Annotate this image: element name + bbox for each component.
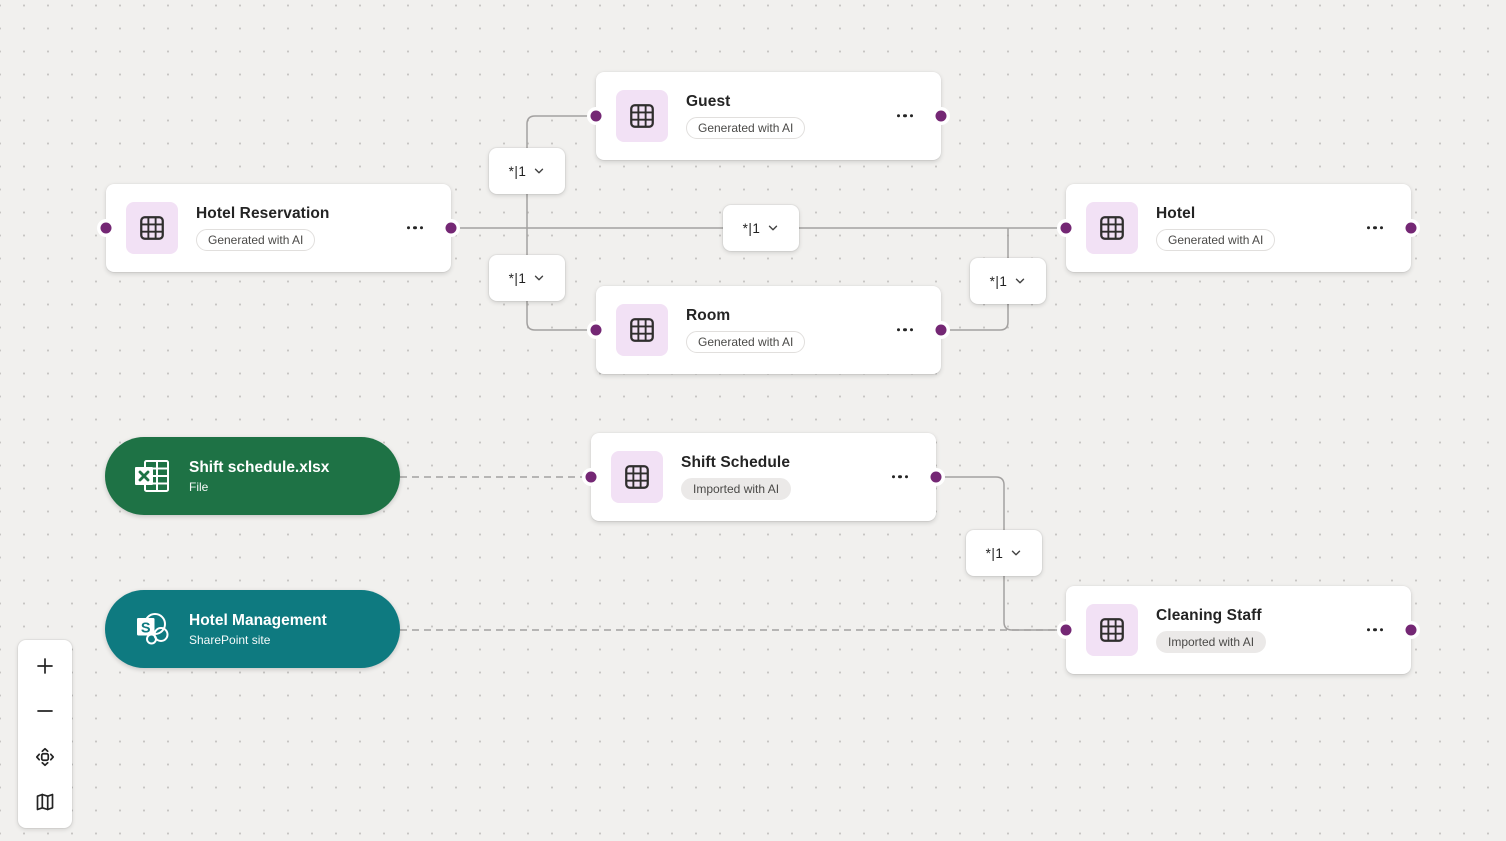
connector-handle-hotel-left[interactable] xyxy=(1060,222,1072,234)
source-type: File xyxy=(189,479,209,494)
table-icon xyxy=(611,451,663,503)
cardinality-text: *|1 xyxy=(508,163,527,179)
entity-card-hotel[interactable]: Hotel Generated with AI xyxy=(1066,184,1411,272)
source-type: SharePoint site xyxy=(189,632,271,647)
entity-title: Shift Schedule xyxy=(681,454,791,471)
chevron-down-icon xyxy=(1010,547,1022,559)
cardinality-text: *|1 xyxy=(985,545,1004,561)
more-options-icon[interactable] xyxy=(893,322,917,337)
relationship-label-shiftschedule-cleaningstaff[interactable]: *|1 xyxy=(966,530,1042,576)
table-icon xyxy=(126,202,178,254)
source-title: Hotel Management xyxy=(189,611,327,629)
connector-handle-guest-right[interactable] xyxy=(935,110,947,122)
more-options-icon[interactable] xyxy=(403,220,427,235)
chevron-down-icon xyxy=(533,272,545,284)
connector-handle-shift-schedule-right[interactable] xyxy=(930,471,942,483)
entity-card-hotel-reservation[interactable]: Hotel Reservation Generated with AI xyxy=(106,184,451,272)
cardinality-text: *|1 xyxy=(742,220,761,236)
fit-view-icon[interactable] xyxy=(23,737,67,777)
ai-badge: Generated with AI xyxy=(196,229,316,251)
table-icon xyxy=(1086,604,1138,656)
chevron-down-icon xyxy=(533,165,545,177)
entity-card-shift-schedule[interactable]: Shift Schedule Imported with AI xyxy=(591,433,936,521)
source-title: Shift schedule.xlsx xyxy=(189,458,330,476)
svg-text:S: S xyxy=(141,620,151,636)
connector-handle-hotel-reservation-left[interactable] xyxy=(100,222,112,234)
excel-icon xyxy=(131,456,173,496)
ai-badge: Imported with AI xyxy=(1156,631,1267,653)
table-icon xyxy=(616,90,668,142)
zoom-in-icon[interactable] xyxy=(23,646,67,686)
ai-badge: Generated with AI xyxy=(686,117,806,139)
sharepoint-icon: S xyxy=(131,609,173,649)
connector-handle-guest-left[interactable] xyxy=(590,110,602,122)
source-card-sharepoint-site[interactable]: S Hotel Management SharePoint site xyxy=(105,590,400,668)
canvas-view-toolbar xyxy=(18,640,72,828)
ai-badge: Generated with AI xyxy=(686,331,806,353)
entity-title: Room xyxy=(686,307,731,324)
table-icon xyxy=(616,304,668,356)
entity-title: Cleaning Staff xyxy=(1156,607,1262,624)
more-options-icon[interactable] xyxy=(1363,220,1387,235)
connector-handle-room-left[interactable] xyxy=(590,324,602,336)
map-icon[interactable] xyxy=(23,782,67,822)
entity-title: Guest xyxy=(686,93,731,110)
chevron-down-icon xyxy=(1014,275,1026,287)
more-options-icon[interactable] xyxy=(893,108,917,123)
entity-card-room[interactable]: Room Generated with AI xyxy=(596,286,941,374)
entity-card-cleaning-staff[interactable]: Cleaning Staff Imported with AI xyxy=(1066,586,1411,674)
table-icon xyxy=(1086,202,1138,254)
source-card-excel-file[interactable]: Shift schedule.xlsx File xyxy=(105,437,400,515)
relationship-label-room-hotel[interactable]: *|1 xyxy=(970,258,1046,304)
relationship-label-reservation-room[interactable]: *|1 xyxy=(489,255,565,301)
more-options-icon[interactable] xyxy=(1363,622,1387,637)
entity-card-guest[interactable]: Guest Generated with AI xyxy=(596,72,941,160)
chevron-down-icon xyxy=(767,222,779,234)
connector-handle-hotel-right[interactable] xyxy=(1405,222,1417,234)
connector-handle-cleaning-staff-left[interactable] xyxy=(1060,624,1072,636)
entity-title: Hotel Reservation xyxy=(196,205,330,222)
connector-handle-room-right[interactable] xyxy=(935,324,947,336)
zoom-out-icon[interactable] xyxy=(23,691,67,731)
entity-title: Hotel xyxy=(1156,205,1196,222)
cardinality-text: *|1 xyxy=(508,270,527,286)
connector-handle-hotel-reservation-right[interactable] xyxy=(445,222,457,234)
connector-handle-cleaning-staff-right[interactable] xyxy=(1405,624,1417,636)
ai-badge: Generated with AI xyxy=(1156,229,1276,251)
connector-handle-shift-schedule-left[interactable] xyxy=(585,471,597,483)
more-options-icon[interactable] xyxy=(888,469,912,484)
cardinality-text: *|1 xyxy=(989,273,1008,289)
relationship-label-reservation-hotel[interactable]: *|1 xyxy=(723,205,799,251)
ai-badge: Imported with AI xyxy=(681,478,792,500)
relationship-label-reservation-guest[interactable]: *|1 xyxy=(489,148,565,194)
